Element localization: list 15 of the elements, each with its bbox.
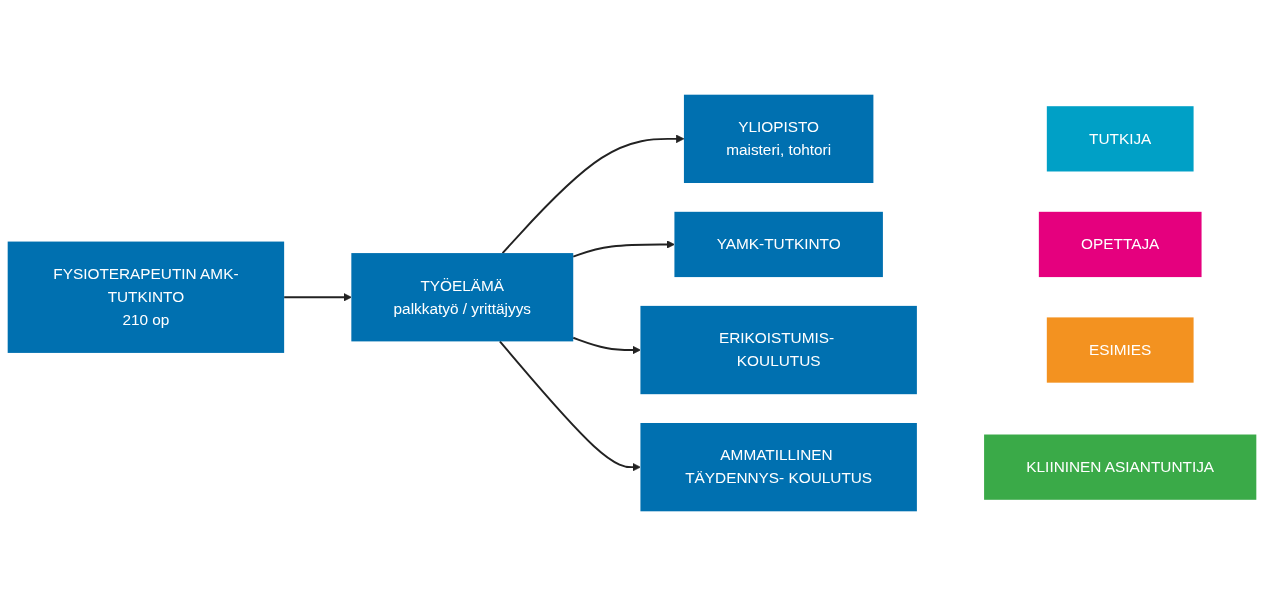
- node-box: ESIMIES: [1046, 317, 1194, 383]
- arrow: [283, 293, 352, 302]
- node-box: AMMATILLINEN TÄYDENNYS- KOULUTUS: [640, 423, 917, 512]
- arrow: [501, 134, 685, 255]
- node-box: TYÖELÄMÄ palkkatyö / yrittäjyys: [351, 253, 574, 342]
- node-box: ERIKOISTUMIS- KOULUTUS: [640, 305, 917, 395]
- node-box: KLIININEN ASIANTUNTIJA: [984, 434, 1257, 500]
- arrow: [572, 336, 641, 355]
- arrow: [498, 340, 641, 472]
- node-box: YAMK-TUTKINTO: [674, 211, 883, 278]
- node-box: FYSIOTERAPEUTIN AMK-TUTKINTO 210 op: [7, 241, 285, 353]
- node-box: TUTKIJA: [1046, 106, 1194, 172]
- arrow: [572, 240, 675, 258]
- node-box: OPETTAJA: [1038, 211, 1202, 278]
- node-box: YLIOPISTO maisteri, tohtori: [683, 94, 874, 183]
